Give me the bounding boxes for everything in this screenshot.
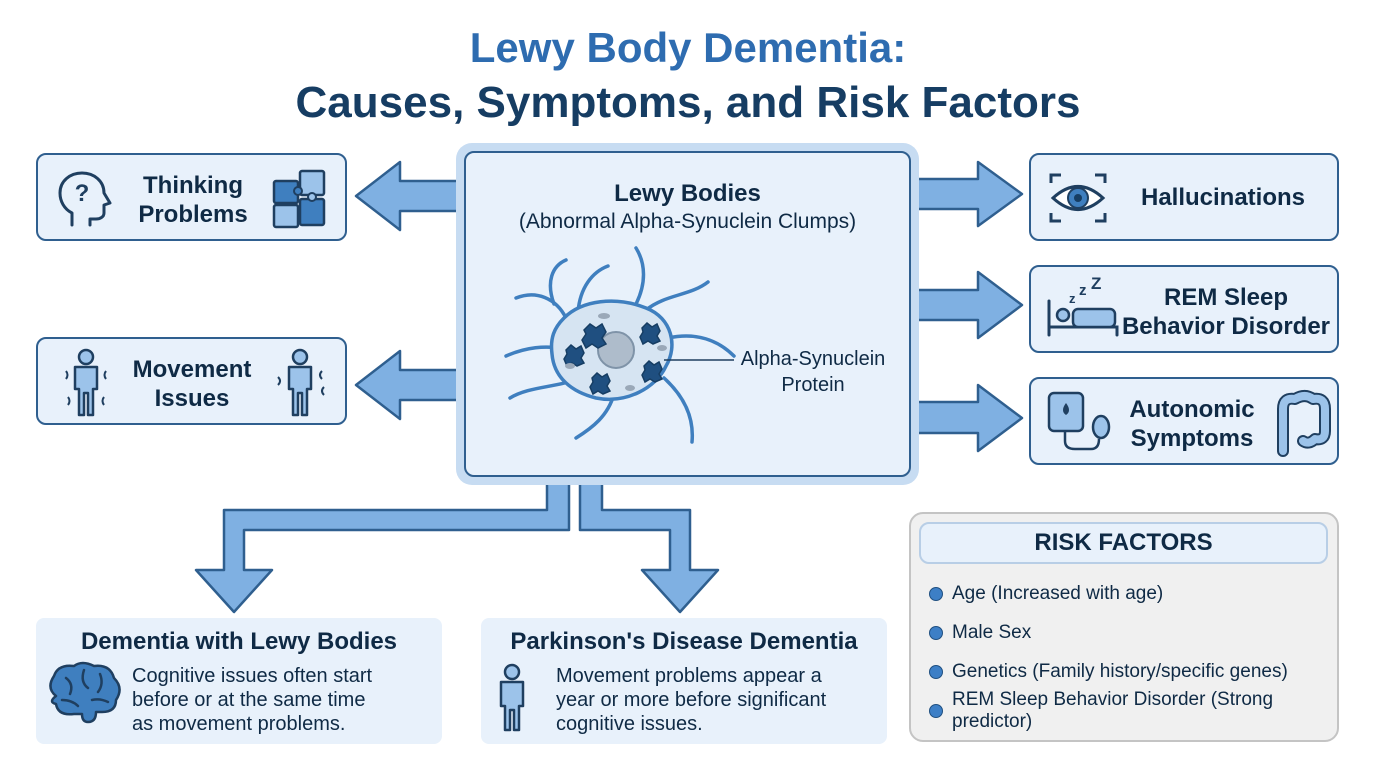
dementia-with-lewy-bodies-title: Dementia with Lewy Bodies bbox=[80, 628, 398, 655]
symptom-card-rem-sleep: z z Z REM Sleep Behavior Disorder bbox=[1029, 265, 1339, 353]
risk-factors-heading: RISK FACTORS bbox=[919, 522, 1328, 564]
arrow-to-thinking-problems bbox=[354, 160, 468, 232]
risk-factor-text: Male Sex bbox=[952, 622, 1032, 643]
risk-factor-text: Genetics (Family history/specific genes) bbox=[952, 661, 1288, 682]
puzzle-icon bbox=[272, 169, 326, 229]
movement-issues-label-line2: Issues bbox=[154, 385, 230, 412]
person-icon bbox=[499, 663, 525, 732]
svg-text:?: ? bbox=[75, 180, 90, 207]
card-parkinsons-disease-dementia: Parkinson's Disease Dementia Movement pr… bbox=[481, 618, 887, 744]
callout-line1: Alpha-Synuclein bbox=[740, 348, 886, 370]
risk-factor-text: REM Sleep Behavior Disorder (Strong pred… bbox=[952, 689, 1274, 732]
dementia-with-lewy-bodies-body-line1: Cognitive issues often start bbox=[132, 665, 373, 687]
symptom-card-autonomic: Autonomic Symptoms bbox=[1029, 377, 1339, 465]
tremor-person-icon bbox=[65, 348, 107, 417]
dementia-with-lewy-bodies-body-line2: before or at the same time bbox=[132, 689, 366, 711]
svg-text:z: z bbox=[1069, 291, 1076, 306]
arrow-to-dementia-with-lewy-bodies bbox=[194, 476, 571, 614]
rem-sleep-label-line1: REM Sleep bbox=[1163, 284, 1289, 311]
bullet-icon bbox=[929, 587, 943, 601]
arrow-to-parkinsons-disease-dementia bbox=[578, 476, 720, 614]
page-title: Lewy Body Dementia: bbox=[469, 24, 907, 71]
brain-icon bbox=[49, 661, 121, 724]
arrow-to-hallucinations bbox=[906, 160, 1024, 228]
arrow-to-movement-issues bbox=[354, 349, 468, 421]
parkinsons-disease-dementia-title: Parkinson's Disease Dementia bbox=[510, 628, 858, 655]
hallucinations-label: Hallucinations bbox=[1140, 184, 1306, 211]
risk-factor-item: Age (Increased with age) bbox=[929, 582, 1163, 606]
movement-issues-label-line1: Movement bbox=[132, 356, 252, 383]
rem-sleep-label-line2: Behavior Disorder bbox=[1121, 313, 1331, 340]
card-dementia-with-lewy-bodies: Dementia with Lewy Bodies Cognitive issu… bbox=[36, 618, 442, 744]
risk-factor-text: Age (Increased with age) bbox=[952, 583, 1164, 604]
dementia-with-lewy-bodies-body-line3: as movement problems. bbox=[132, 713, 346, 735]
risk-factor-item: Genetics (Family history/specific genes) bbox=[929, 660, 1288, 684]
symptom-card-movement-issues: Movement Issues bbox=[36, 337, 347, 425]
symptom-card-thinking-problems: ? Thinking Problems bbox=[36, 153, 347, 241]
autonomic-label-line1: Autonomic bbox=[1129, 396, 1255, 423]
parkinsons-disease-dementia-body-line3: cognitive issues. bbox=[556, 713, 703, 735]
thinking-problems-label-line2: Problems bbox=[138, 201, 248, 228]
tremor-person-icon bbox=[277, 348, 325, 417]
autonomic-label-line2: Symptoms bbox=[1130, 425, 1254, 452]
lewy-bodies-subtitle: (Abnormal Alpha-Synuclein Clumps) bbox=[518, 210, 857, 233]
lewy-bodies-panel: Lewy Bodies (Abnormal Alpha-Synuclein Cl… bbox=[456, 143, 919, 485]
page-subtitle: Causes, Symptoms, and Risk Factors bbox=[295, 78, 1081, 127]
callout-line2: Protein bbox=[781, 374, 845, 396]
arrow-to-autonomic bbox=[906, 383, 1024, 453]
head-question-icon: ? bbox=[58, 171, 112, 227]
risk-factor-item: REM Sleep Behavior Disorder (Strong pred… bbox=[929, 689, 1337, 732]
arrow-to-rem-sleep bbox=[906, 270, 1024, 340]
symptom-card-hallucinations: Hallucinations bbox=[1029, 153, 1339, 241]
alpha-synuclein-callout: Alpha-Synuclein Protein bbox=[738, 346, 888, 398]
lewy-bodies-title: Lewy Bodies bbox=[614, 180, 761, 207]
neuron-illustration bbox=[504, 246, 736, 444]
risk-factor-item: Male Sex bbox=[929, 621, 1031, 645]
sleeping-in-bed-icon: z z Z bbox=[1047, 277, 1119, 337]
parkinsons-disease-dementia-body-line1: Movement problems appear a bbox=[556, 665, 822, 687]
blood-pressure-monitor-icon bbox=[1047, 391, 1111, 451]
bullet-icon bbox=[929, 626, 943, 640]
bullet-icon bbox=[929, 704, 943, 718]
risk-factors-panel: RISK FACTORS Age (Increased with age) Ma… bbox=[909, 512, 1339, 742]
svg-text:Z: Z bbox=[1091, 277, 1101, 293]
thinking-problems-label-line1: Thinking bbox=[143, 172, 243, 199]
bullet-icon bbox=[929, 665, 943, 679]
parkinsons-disease-dementia-body-line2: year or more before significant bbox=[556, 689, 827, 711]
intestine-icon bbox=[1277, 390, 1331, 457]
eye-icon bbox=[1049, 173, 1107, 223]
svg-text:z: z bbox=[1079, 282, 1087, 299]
